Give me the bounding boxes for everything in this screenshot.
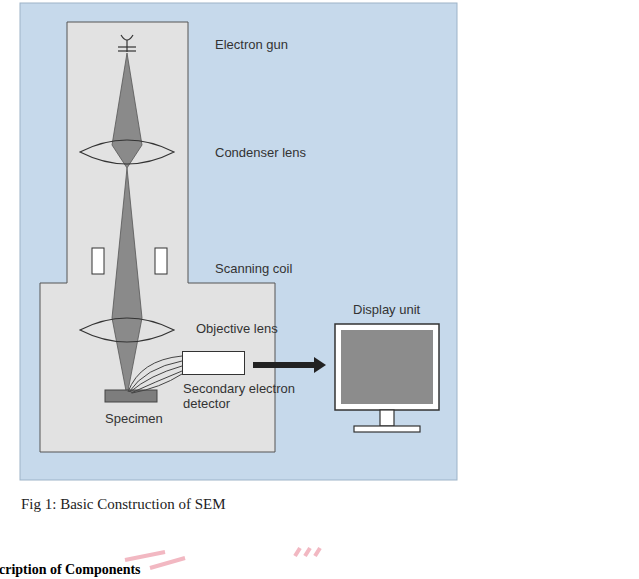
scanning-coil xyxy=(92,248,104,274)
display-unit: Display unit xyxy=(334,302,440,435)
part-label: Specimen xyxy=(105,411,163,426)
monitor-icon xyxy=(334,323,440,435)
background-panel xyxy=(20,3,457,480)
part-label: Condenser lens xyxy=(215,145,306,160)
part-label: Objective lens xyxy=(196,321,278,336)
figure-caption: Fig 1: Basic Construction of SEM xyxy=(21,496,226,513)
objective-lens xyxy=(80,318,174,342)
detector-frame xyxy=(182,351,245,375)
detector-box: Secondary electron detector xyxy=(182,351,312,413)
secondary-electrons xyxy=(128,356,182,393)
scanning-coil xyxy=(155,248,167,274)
signal-arrow xyxy=(253,357,326,373)
detector-label: Secondary electron detector xyxy=(183,381,311,411)
part-label: cription of Components xyxy=(0,562,141,578)
display-label: Display unit xyxy=(353,302,420,317)
electron-beam xyxy=(112,53,142,396)
watermark-mark xyxy=(125,548,320,568)
condenser-lens xyxy=(80,140,174,164)
part-label: Electron gun xyxy=(215,37,288,52)
part-label: Scanning coil xyxy=(215,261,292,276)
electron-gun xyxy=(118,35,136,52)
